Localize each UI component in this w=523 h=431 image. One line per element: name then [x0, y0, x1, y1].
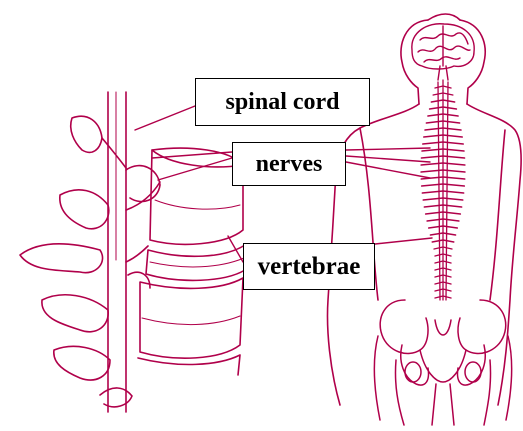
spine-column	[438, 80, 448, 300]
pelvis	[374, 300, 511, 425]
leader-vertebrae-body	[375, 238, 432, 244]
leader-nerves-body-2	[346, 156, 430, 162]
label-spinal-cord: spinal cord	[195, 78, 370, 126]
leader-spinal-cord	[135, 106, 195, 130]
brain	[412, 24, 474, 80]
label-spinal-cord-text: spinal cord	[225, 89, 339, 116]
leader-nerves-closeup-1	[152, 152, 232, 158]
leader-vertebrae-closeup	[228, 236, 243, 262]
label-nerves: nerves	[232, 142, 346, 186]
vertebra-closeup	[20, 92, 245, 412]
leader-nerves-body-1	[346, 148, 430, 150]
label-vertebrae: vertebrae	[243, 243, 375, 290]
label-nerves-text: nerves	[256, 151, 323, 178]
leader-nerves-closeup-2	[158, 158, 232, 180]
leader-nerves-body-3	[346, 162, 430, 178]
label-vertebrae-text: vertebrae	[258, 253, 361, 281]
